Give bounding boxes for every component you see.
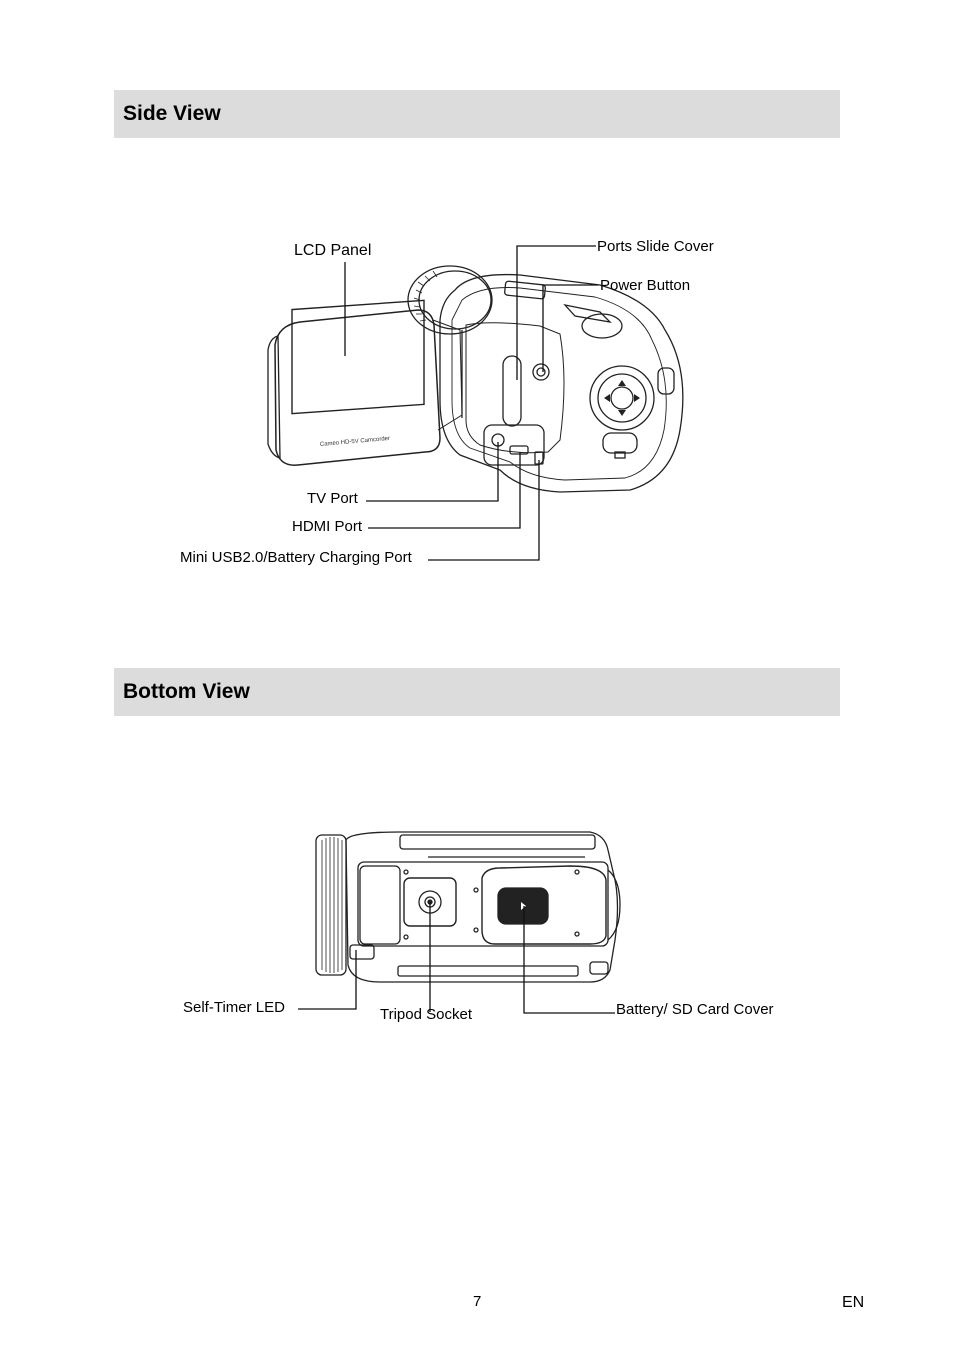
label-tv-port: TV Port [307,490,358,507]
label-lcd-panel: LCD Panel [294,242,372,259]
bottom-view-leader-lines [298,902,615,1014]
section-title: Side View [123,102,221,125]
language-tag: EN [842,1294,865,1311]
section-title: Bottom View [123,680,250,703]
section-header-bottom-view: Bottom View [114,668,840,716]
label-battery-sd-cover: Battery/ SD Card Cover [616,1001,774,1018]
label-mini-usb-port: Mini USB2.0/Battery Charging Port [180,549,412,566]
camcorder-side-view-drawing [267,265,684,493]
label-power-button: Power Button [600,277,691,294]
camcorder-bottom-view-drawing [315,831,621,983]
lcd-brand-text: Cameo HD-5V Camcorder [320,436,391,448]
label-tripod-socket: Tripod Socket [380,1006,472,1023]
section-header-side-view: Side View [114,90,840,138]
label-ports-slide-cover: Ports Slide Cover [597,238,714,255]
label-hdmi-port: HDMI Port [292,518,363,535]
side-view-leader-lines [344,245,598,561]
page-number: 7 [473,1293,482,1310]
label-self-timer-led: Self-Timer LED [183,999,285,1016]
